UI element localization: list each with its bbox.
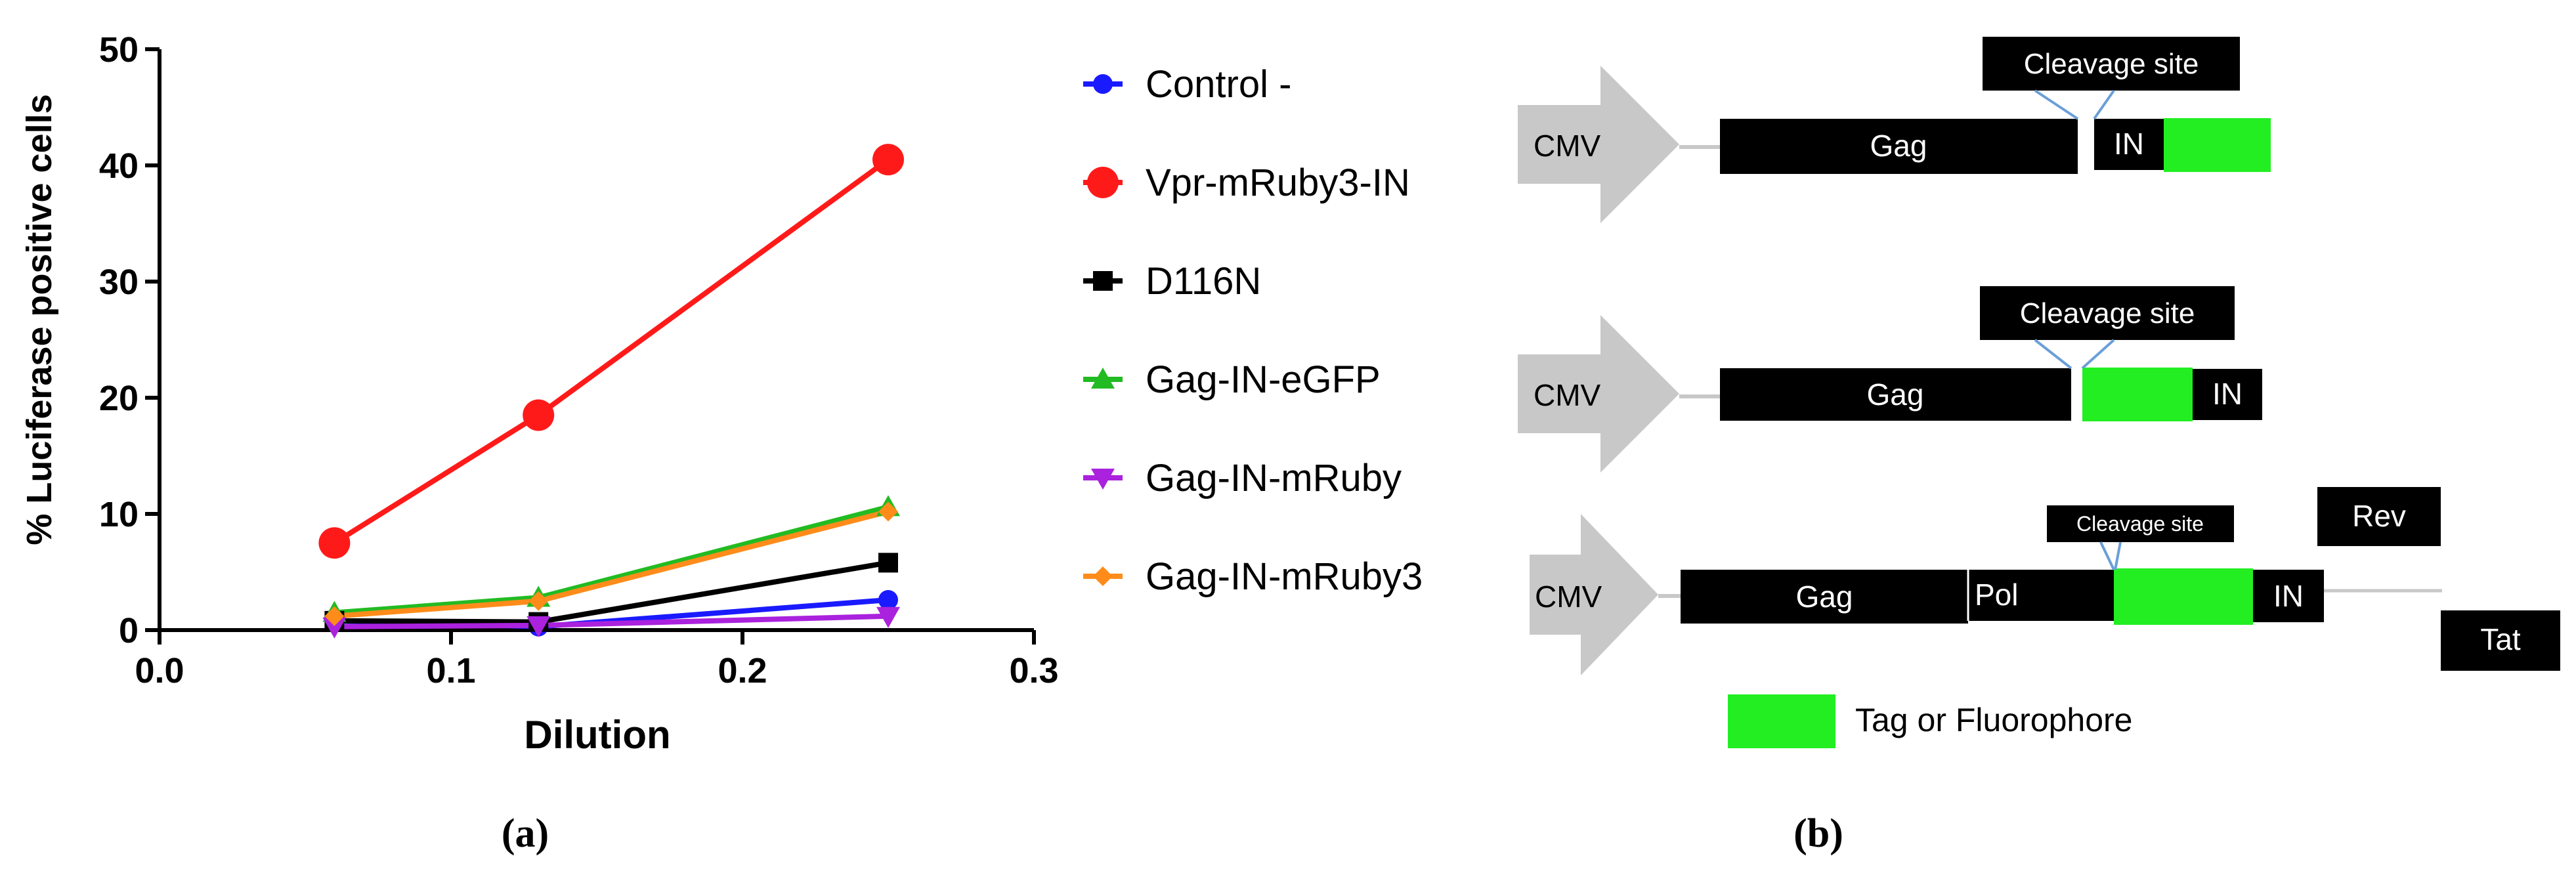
rev-block — [2317, 487, 2441, 546]
gag-label: Gag — [1867, 377, 1924, 412]
cmv-promoter-arrow — [1518, 315, 1679, 473]
construct-1: CMV Gag IN Cleavage site — [1518, 37, 2271, 223]
legend-label-control: Control - — [1146, 63, 1291, 106]
y-tick-label: 30 — [99, 263, 139, 302]
in-label: IN — [2212, 377, 2243, 411]
pol-label: Pol — [1975, 578, 2018, 612]
legend-marker-gag-in-mruby — [1091, 469, 1115, 490]
data-point-gag-in-mruby — [322, 617, 347, 639]
gag-label: Gag — [1870, 129, 1927, 163]
pol-block — [1968, 570, 2114, 621]
x-tick-label: 0.3 — [1009, 651, 1058, 690]
cleavage-pointer — [2034, 89, 2079, 120]
cleavage-pointer — [2114, 541, 2122, 570]
y-tick-label: 10 — [99, 495, 139, 534]
cleavage-pointer — [2081, 339, 2115, 370]
x-tick-label: 0.0 — [135, 651, 184, 690]
in-block — [2253, 570, 2324, 622]
legend-marker-control — [1093, 74, 1113, 94]
series-lines — [333, 157, 890, 629]
gag-block — [1720, 119, 2078, 174]
cleavage-pointer — [2093, 89, 2115, 120]
tat-label: Tat — [2480, 622, 2521, 656]
y-tick-label: 50 — [99, 30, 139, 70]
construct-diagram: CMV Gag IN Cleavage site CMV Gag IN Clea… — [1518, 37, 2560, 748]
legend-label-d116n: D116N — [1146, 260, 1261, 303]
cleavage-site-box — [1983, 37, 2240, 91]
y-axis-label: % Luciferase positive cells — [20, 94, 59, 545]
legend-label-gag-in-egfp: Gag-IN-eGFP — [1146, 358, 1381, 401]
panel-label-b: (b) — [1793, 811, 1843, 856]
x-axis-label: Dilution — [524, 713, 670, 757]
data-point-d116n — [878, 553, 898, 573]
cmv-promoter-arrow — [1518, 66, 1679, 223]
cmv-promoter-arrow — [1530, 514, 1658, 675]
gag-block — [1681, 570, 1968, 624]
data-point-gag-in-mruby3 — [324, 606, 345, 626]
data-point-gag-in-mruby — [876, 606, 900, 628]
legend-marker-gag-in-mruby3 — [1093, 566, 1113, 586]
cleavage-site-label: Cleavage site — [2024, 48, 2199, 80]
legend-marker-gag-in-egfp — [1091, 368, 1115, 389]
data-point-vpr-mruby3-in — [318, 527, 351, 559]
cmv-label: CMV — [1535, 580, 1602, 614]
data-point-gag-in-mruby — [526, 616, 551, 637]
rev-label: Rev — [2352, 499, 2406, 533]
cmv-label: CMV — [1534, 378, 1601, 412]
tat-block — [2441, 610, 2560, 671]
x-tick-label: 0.1 — [426, 651, 475, 690]
in-label: IN — [2273, 579, 2304, 613]
legend-label-gag-in-mruby3: Gag-IN-mRuby3 — [1146, 555, 1423, 598]
gag-label: Gag — [1796, 580, 1853, 614]
data-point-vpr-mruby3-in — [523, 399, 555, 431]
legend-label-gag-in-mruby: Gag-IN-mRuby — [1146, 457, 1402, 499]
cleavage-site-box — [1980, 286, 2235, 340]
in-label: IN — [2114, 127, 2144, 161]
construct-3: CMV Gag Pol IN Cleavage site Rev Tat — [1530, 487, 2560, 675]
data-point-gag-in-mruby3 — [528, 591, 549, 611]
chart-legend: Control - Vpr-mRuby3-IN D116N Gag-IN-eGFP Ga… — [1083, 63, 1423, 598]
y-tick-label: 40 — [99, 146, 139, 186]
legend-marker-vpr-mruby3-in — [1087, 167, 1119, 198]
cleavage-site-label: Cleavage site — [2020, 297, 2195, 329]
data-point-control — [878, 589, 898, 610]
gag-block — [1720, 368, 2071, 421]
tag-legend-label: Tag or Fluorophore — [1855, 702, 2132, 738]
series-markers — [318, 144, 904, 639]
legend-marker-d116n — [1093, 271, 1113, 291]
ticks: 0 10 20 30 40 50 0.0 0.1 0.2 0.3 — [99, 30, 1059, 690]
tag-block — [2114, 568, 2253, 625]
series-line-vpr-mruby3-in — [333, 157, 890, 545]
y-tick-label: 0 — [119, 611, 139, 650]
cleavage-pointer — [2034, 339, 2072, 370]
series-line-gag-in-egfp — [334, 504, 890, 616]
legend-label-vpr-mruby3-in: Vpr-mRuby3-IN — [1146, 161, 1410, 204]
y-tick-label: 20 — [99, 379, 139, 418]
tag-legend-swatch — [1728, 694, 1835, 748]
axes — [158, 49, 1034, 632]
data-point-vpr-mruby3-in — [872, 144, 904, 176]
in-block — [2193, 369, 2262, 420]
cleavage-site-label: Cleavage site — [2076, 512, 2204, 536]
panel-label-a: (a) — [502, 811, 549, 856]
tag-block — [2082, 368, 2193, 421]
cleavage-site-box — [2047, 505, 2234, 542]
in-block — [2094, 119, 2164, 170]
line-chart: % Luciferase positive cells Dilution 0 10… — [20, 30, 1059, 757]
diagram-legend: Tag or Fluorophore — [1728, 694, 2132, 748]
tag-block — [2164, 118, 2271, 172]
construct-2: CMV Gag IN Cleavage site — [1518, 286, 2262, 473]
series-line-d116n — [334, 560, 889, 625]
data-point-gag-in-mruby3 — [878, 501, 898, 522]
cmv-label: CMV — [1534, 129, 1601, 163]
cleavage-pointer — [2099, 541, 2115, 570]
x-tick-label: 0.2 — [718, 651, 767, 690]
